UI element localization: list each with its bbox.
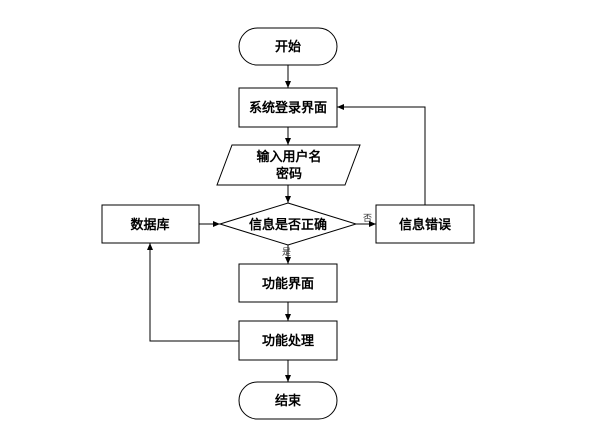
yes-label: 是	[282, 247, 291, 258]
function-ui-box	[238, 263, 338, 303]
login-screen-box	[238, 87, 338, 128]
no-label: 否	[363, 213, 372, 224]
input-credentials-label-line1: 输入用户名	[256, 149, 321, 165]
function-ui-label: 功能界面	[262, 276, 314, 292]
error-label: 信息错误	[399, 217, 452, 233]
start-label: 开始	[275, 39, 301, 55]
error-box	[375, 204, 475, 244]
database-label: 数据库	[130, 217, 169, 233]
end-terminal	[238, 381, 338, 420]
check-info-label: 信息是否正确	[249, 217, 327, 233]
arrow-process-to-database	[147, 243, 239, 342]
arrow-error-to-login	[337, 104, 426, 205]
process-label: 功能处理	[262, 333, 314, 349]
login-screen-label: 系统登录界面	[249, 100, 327, 116]
input-credentials-parallelogram	[216, 144, 361, 186]
end-label: 结束	[275, 393, 302, 409]
database-box	[101, 204, 200, 244]
input-credentials-label-line2: 密码	[275, 166, 302, 182]
